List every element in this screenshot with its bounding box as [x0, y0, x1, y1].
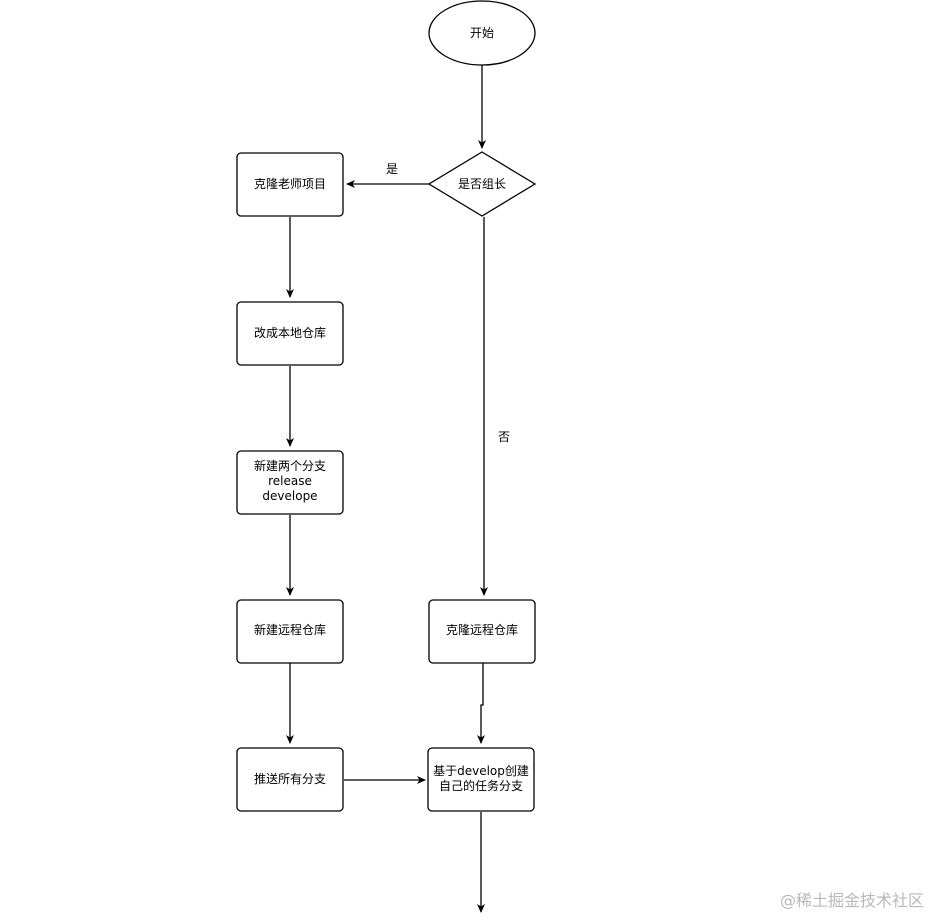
node-clone-teacher: 克隆老师项目: [236, 152, 344, 217]
node-clone-remote: 克隆远程仓库: [428, 599, 536, 664]
edge-label-no: 否: [498, 430, 510, 444]
node-is-leader-label: 是否组长: [458, 177, 506, 191]
node-push-all-label: 推送所有分支: [254, 771, 326, 786]
node-new-remote: 新建远程仓库: [236, 599, 344, 664]
node-task-branch-line-2: 自己的任务分支: [439, 778, 523, 793]
node-is-leader: 是否组长: [427, 151, 537, 217]
node-new-remote-label: 新建远程仓库: [254, 622, 326, 637]
node-start-label: 开始: [470, 26, 494, 40]
node-new-branches: 新建两个分支 release develope: [236, 450, 344, 515]
node-new-branches-line-2: release: [268, 474, 312, 488]
node-to-local-repo: 改成本地仓库: [236, 301, 344, 366]
node-clone-teacher-label: 克隆老师项目: [254, 176, 326, 191]
node-task-branch: 基于develop创建 自己的任务分支: [427, 747, 535, 812]
edge-label-yes: 是: [386, 162, 398, 176]
node-task-branch-line-1: 基于develop创建: [433, 764, 529, 778]
node-new-branches-line-3: develope: [262, 489, 317, 503]
edge-clone-remote-to-task-branch: [477, 663, 485, 744]
node-new-branches-line-1: 新建两个分支: [254, 458, 326, 473]
node-to-local-repo-label: 改成本地仓库: [254, 325, 326, 340]
node-clone-remote-label: 克隆远程仓库: [446, 622, 518, 637]
node-push-all: 推送所有分支: [236, 747, 344, 812]
node-start: 开始: [428, 0, 536, 66]
watermark: @稀土掘金技术社区: [779, 891, 924, 910]
